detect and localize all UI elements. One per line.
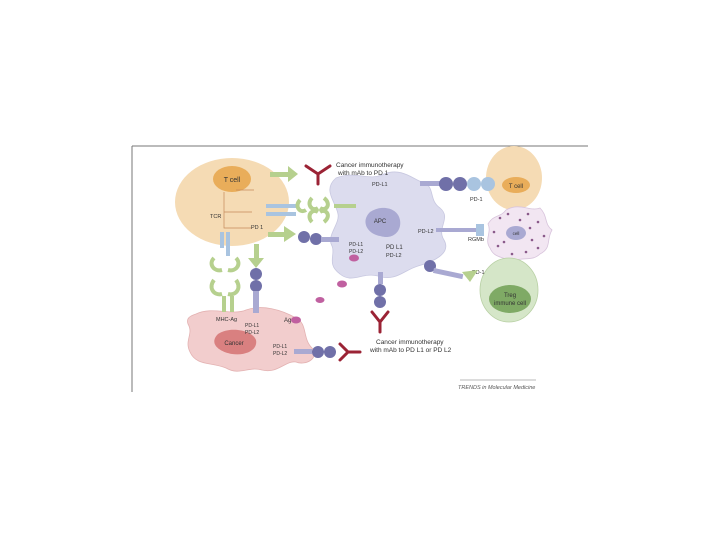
apc-to-tcell-right (420, 177, 495, 191)
pd1-to-cancer (248, 244, 264, 313)
treg-label-1: Treg (504, 293, 516, 299)
credit-text: TRENDS in Molecular Medicine (458, 385, 535, 391)
cancer-pdl1-right (294, 346, 336, 358)
receptor-domain (467, 177, 481, 191)
tcr-mhc-complex (209, 232, 241, 312)
callout-top-line2: with mAb to PD 1 (337, 170, 389, 177)
cancer-nucleus (214, 329, 257, 355)
t-cell-right-nucleus (502, 177, 530, 193)
antigen-particle (337, 280, 347, 288)
rgmb-label: RGMb (468, 237, 484, 243)
t-cell-main: T cell TCR PD 1 (175, 158, 289, 246)
myeloid-nucleus (506, 226, 526, 240)
t-cell-nucleus (213, 166, 251, 192)
t-cell-label: T cell (224, 177, 241, 184)
ag-label: Ag (284, 318, 291, 324)
apc-pd-l2-a: PD-L2 (349, 249, 363, 255)
t-cell-right-label: T cell (509, 184, 523, 190)
myeloid-cell: cell RGMb (468, 206, 553, 263)
tcr-label: TCR (210, 214, 221, 220)
apc-label: APC (374, 219, 387, 225)
antibody-bottom-left (338, 342, 362, 362)
antigen-particle (291, 316, 301, 324)
pd1-label: PD 1 (251, 225, 263, 231)
treg-pd1-label: PD-1 (472, 270, 485, 276)
ligand-domain (453, 177, 467, 191)
antigen-particle (315, 297, 325, 303)
ligand-domain (310, 233, 322, 245)
antigen-particles (291, 254, 359, 324)
pd1-receptor-top (270, 166, 298, 182)
ligand-domain (374, 296, 386, 308)
apc-to-treg (424, 260, 478, 282)
receptor-domain (481, 177, 495, 191)
cancer-cell: Cancer MHC-Ag Ag PD-L1 PD-L2 PD-L1 PD-L2 (187, 307, 315, 372)
apc-pd-l2-b: PD-L2 (386, 253, 402, 259)
ligand-domain (439, 177, 453, 191)
treg-label-2: immune cell (494, 301, 526, 307)
antibody-top (304, 164, 332, 186)
ligand-domain (312, 346, 324, 358)
t-cell-right: T cell PD-1 (470, 146, 542, 210)
mhc-ag-label: MHC-Ag (216, 317, 237, 323)
apc-pdl1-down (374, 272, 386, 308)
ligand-domain (250, 280, 262, 292)
cancer-pd-l2-top: PD-L2 (245, 330, 259, 336)
apc-pd-l1-b: PD L1 (386, 245, 403, 251)
cancer-pd-l2-bot: PD-L2 (273, 351, 287, 357)
t-cell-right-pd1: PD-1 (470, 197, 483, 203)
ligand-domain (324, 346, 336, 358)
apc-cell: APC PD-L1 PD-L2 PD-L1 PD-L2 PD L1 PD-L2 (329, 171, 447, 279)
cancer-pd-l1-bot: PD-L1 (273, 344, 287, 350)
myeloid-inner-label: cell (513, 231, 520, 236)
pdl2-rgmb-link (436, 224, 484, 236)
cancer-label: Cancer (224, 341, 243, 347)
tcr-apc-receptors (266, 196, 356, 224)
callout-bottom-line2: with mAb to PD L1 or PD L2 (369, 347, 452, 354)
antigen-particle (349, 254, 359, 262)
callout-bottom-line1: Cancer immunotherapy (376, 339, 444, 346)
apc-nucleus (365, 207, 401, 238)
treg-cell: Treg immune cell PD-1 (472, 257, 539, 323)
apc-pd-l1-a: PD-L1 (349, 242, 363, 248)
ligand-domain (298, 231, 310, 243)
pd1-pdl1-link (268, 226, 339, 245)
ligand-domain (424, 260, 436, 272)
apc-pd-l1-top: PD-L1 (372, 182, 388, 188)
treg-nucleus (489, 285, 531, 313)
ligand-domain (374, 284, 386, 296)
antibody-bottom-center (370, 310, 390, 334)
cancer-pd-l1-top: PD-L1 (245, 323, 259, 329)
ligand-domain (250, 268, 262, 280)
apc-pd-l2-right: PD-L2 (418, 229, 434, 235)
callout-top-line1: Cancer immunotherapy (336, 162, 404, 169)
